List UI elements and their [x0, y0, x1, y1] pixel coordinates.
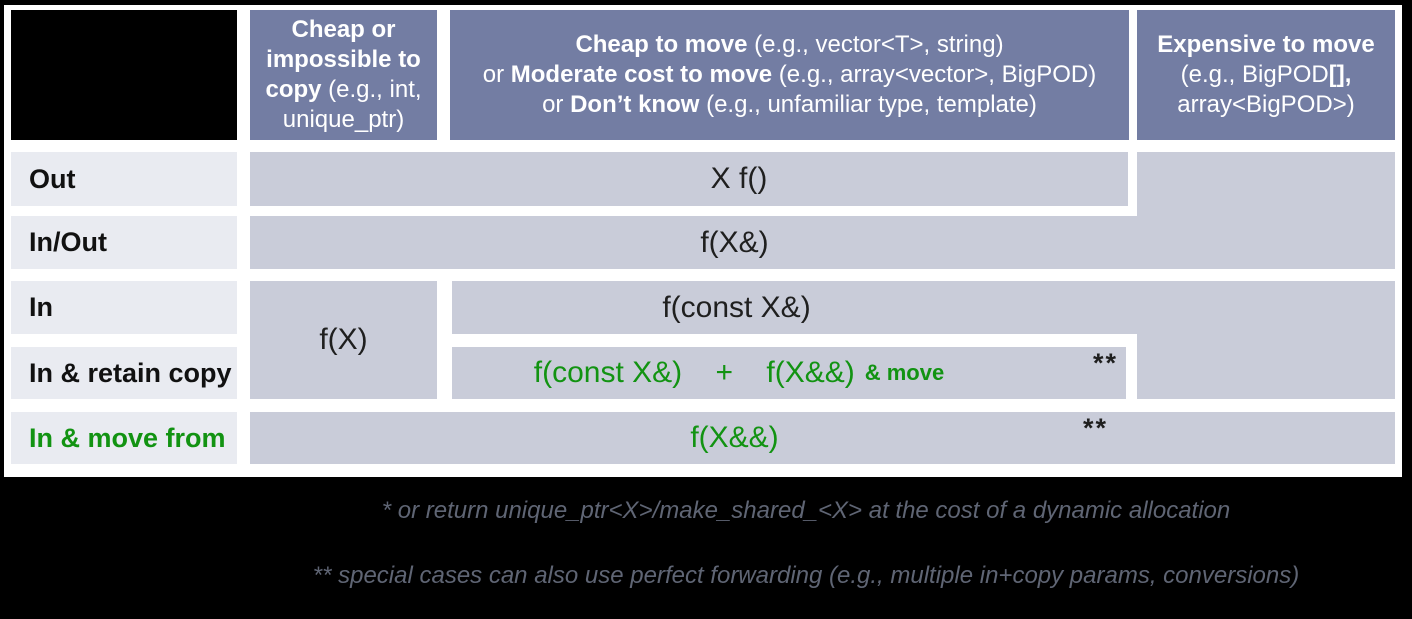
- column-header-cheap-to-move: Cheap to move (e.g., vector<T>, string) …: [450, 10, 1129, 140]
- left-border: [0, 0, 4, 619]
- move-from-code: f(X&&): [690, 421, 779, 454]
- cell-inout-reference: f(X&): [250, 216, 1395, 269]
- header-normal-text: or: [542, 91, 571, 118]
- header-bold-text: Expensive to move: [1157, 31, 1375, 58]
- row-header-out: Out: [11, 152, 237, 206]
- row-header-in: In: [11, 281, 237, 334]
- row-header-in-out: In/Out: [11, 216, 237, 269]
- cell-in-by-value: f(X): [250, 281, 437, 399]
- header-bold-text: Cheap or impossible to copy: [265, 16, 421, 103]
- retain-copy-code: f(const X&) + f(X&&): [533, 356, 855, 389]
- top-border: [0, 0, 1412, 5]
- header-bold-text: [],: [1328, 61, 1352, 88]
- cell-in-move-from-rvalue-reference: f(X&&) **: [250, 412, 1395, 464]
- column-header-expensive-to-move: Expensive to move (e.g., BigPOD[], array…: [1137, 10, 1395, 140]
- cell-in-const-reference: f(const X&): [452, 281, 1395, 334]
- cell-expensive-retain-copy-empty: [1137, 334, 1395, 399]
- double-asterisk-footnote-marker: **: [1083, 413, 1109, 443]
- header-line-3: or Don’t know (e.g., unfamiliar type, te…: [542, 90, 1037, 120]
- retain-copy-suffix: & move: [864, 360, 945, 385]
- header-line-2: or Moderate cost to move (e.g., array<ve…: [483, 60, 1097, 90]
- header-line-2: (e.g., BigPOD[],: [1181, 60, 1352, 90]
- column-header-cheap-to-copy: Cheap or impossible to copy (e.g., int, …: [250, 10, 437, 140]
- table-corner-cell: [11, 10, 237, 140]
- right-border: [1402, 0, 1412, 619]
- header-normal-text: (e.g., vector<T>, string): [747, 31, 1004, 58]
- header-normal-text: (e.g., int, unique_ptr): [282, 76, 422, 133]
- footer-band: [0, 477, 1412, 619]
- cell-in-retain-copy-overloads: f(const X&) + f(X&&) & move **: [452, 347, 1126, 399]
- header-normal-text: (e.g., BigPOD: [1180, 61, 1329, 88]
- header-bold-text: Moderate cost to move: [510, 61, 773, 88]
- header-line-3: array<BigPOD>): [1177, 91, 1355, 118]
- double-asterisk-footnote-marker: **: [1092, 348, 1118, 378]
- header-bold-text: Don’t know: [570, 91, 700, 118]
- header-bold-text: Cheap to move: [575, 31, 748, 58]
- header-normal-text: or: [482, 61, 511, 88]
- footnote-double-asterisk: ** special cases can also use perfect fo…: [312, 562, 1300, 589]
- cell-out-return-by-value: X f(): [250, 152, 1128, 206]
- footnote-single-asterisk: * or return unique_ptr<X>/make_shared_<X…: [381, 497, 1231, 524]
- header-normal-text: (e.g., array<vector>, BigPOD): [772, 61, 1097, 88]
- header-normal-text: (e.g., unfamiliar type, template): [699, 91, 1037, 118]
- column-header-text: Cheap or impossible to copy (e.g., int, …: [256, 15, 431, 135]
- row-header-in-retain-copy: In & retain copy: [11, 347, 237, 399]
- header-line-1: Cheap to move (e.g., vector<T>, string): [575, 30, 1003, 60]
- row-header-in-move-from: In & move from: [11, 412, 237, 464]
